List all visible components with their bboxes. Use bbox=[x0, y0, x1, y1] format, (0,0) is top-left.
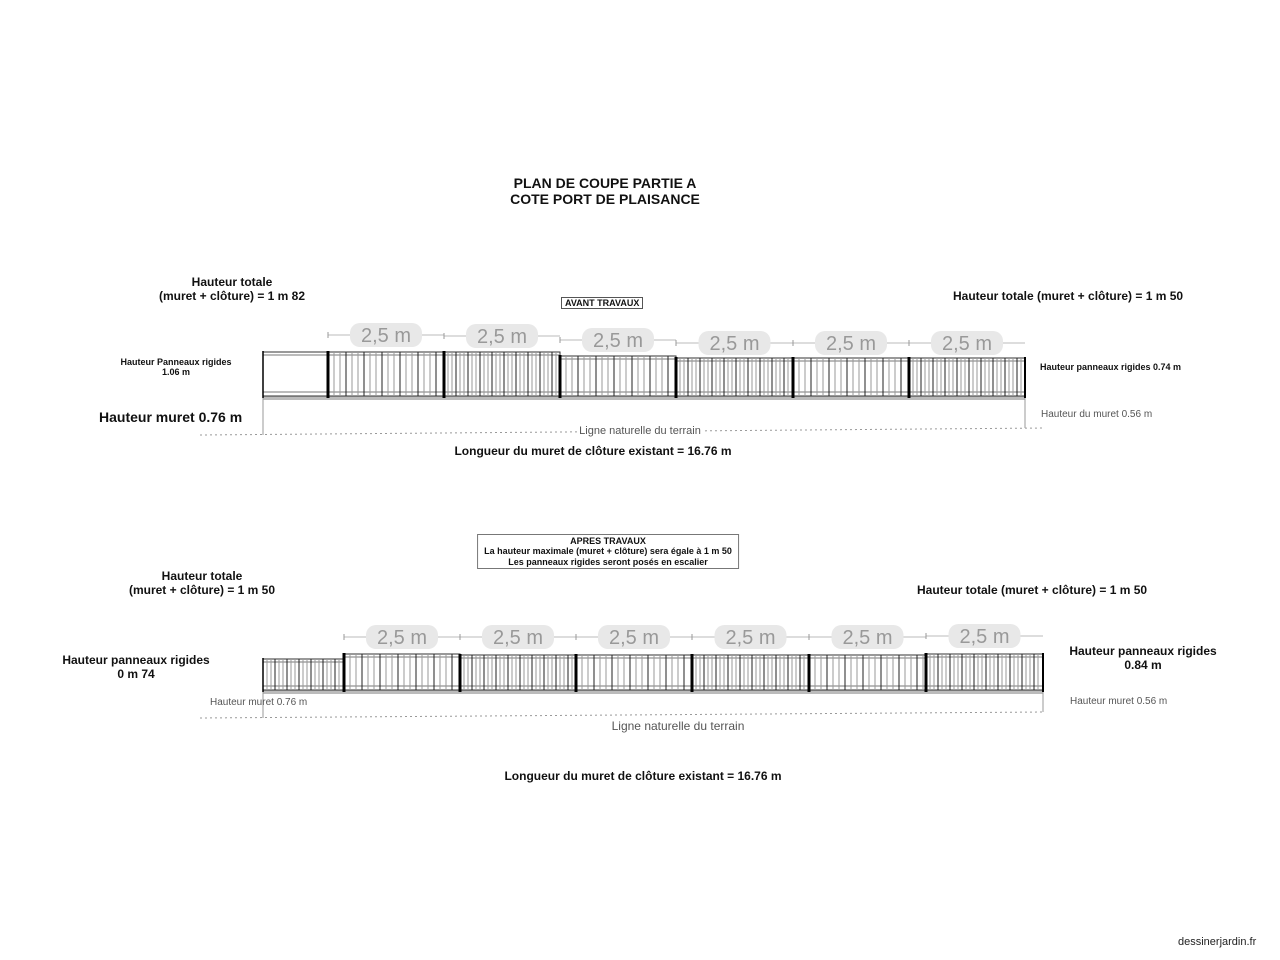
before-right-total: Hauteur totale (muret + clôture) = 1 m 5… bbox=[953, 289, 1184, 303]
span-length-label: 2,5 m bbox=[593, 330, 643, 352]
before-length: Longueur du muret de clôture existant = … bbox=[454, 444, 732, 458]
after-right-wall: Hauteur muret 0.56 m bbox=[1070, 696, 1168, 707]
text: 1.06 m bbox=[161, 367, 191, 378]
text: 0.84 m bbox=[1124, 657, 1162, 672]
span-length-label: 2,5 m bbox=[361, 325, 411, 347]
text: APRES TRAVAUX bbox=[570, 536, 646, 546]
fence-panel bbox=[908, 357, 1026, 397]
dimension-pill bbox=[350, 323, 422, 347]
title-line1: PLAN DE COUPE PARTIE A bbox=[513, 175, 697, 191]
fence-panel bbox=[343, 653, 461, 691]
text: Les panneaux rigides seront posés en esc… bbox=[508, 556, 708, 567]
span-length-label: 2,5 m bbox=[377, 627, 427, 649]
dimension-pill bbox=[948, 624, 1021, 648]
span-length-label: 2,5 m bbox=[842, 627, 892, 649]
fence-panel bbox=[575, 654, 693, 691]
before-label: AVANT TRAVAUX bbox=[561, 297, 644, 309]
title-line2: COTE PORT DE PLAISANCE bbox=[510, 191, 700, 208]
after-ground-label: Ligne naturelle du terrain bbox=[611, 719, 745, 733]
dimension-pill bbox=[466, 324, 538, 348]
dimension-pill bbox=[831, 625, 904, 649]
dimension-pill bbox=[714, 625, 787, 649]
before-left-wall: Hauteur muret 0.76 m bbox=[99, 409, 243, 425]
text: La hauteur maximale (muret + clôture) se… bbox=[484, 546, 732, 557]
dimension-pill bbox=[366, 625, 438, 649]
fence-panel bbox=[459, 654, 577, 691]
before-right-panels: Hauteur panneaux rigides 0.74 m bbox=[1040, 362, 1182, 372]
text: Hauteur totale bbox=[191, 275, 273, 289]
fence-panel bbox=[691, 654, 810, 691]
fence-panel bbox=[443, 351, 561, 397]
after-length: Longueur du muret de clôture existant = … bbox=[504, 769, 782, 783]
before-right-wall: Hauteur du muret 0.56 m bbox=[1041, 409, 1153, 420]
span-length-label: 2,5 m bbox=[609, 627, 659, 649]
before-left-total: Hauteur totale (muret + clôture) = 1 m 8… bbox=[158, 275, 306, 304]
span-length-label: 2,5 m bbox=[709, 333, 759, 355]
dimension-pill bbox=[698, 331, 771, 355]
after-label: APRES TRAVAUX La hauteur maximale (muret… bbox=[477, 534, 739, 570]
ground-line bbox=[199, 711, 1046, 719]
watermark: dessinerjardin.fr bbox=[1178, 936, 1257, 948]
span-length-label: 2,5 m bbox=[493, 627, 543, 649]
text: Hauteur panneaux rigides bbox=[1069, 644, 1217, 658]
text: 0 m 74 bbox=[117, 666, 155, 681]
dimension-pill bbox=[482, 625, 554, 649]
span-length-label: 2,5 m bbox=[942, 333, 992, 355]
text: Hauteur Panneaux rigides bbox=[120, 357, 232, 367]
span-length-label: 2,5 m bbox=[477, 326, 527, 348]
after-left-total: Hauteur totale (muret + clôture) = 1 m 5… bbox=[128, 569, 276, 598]
drawing-title: PLAN DE COUPE PARTIE A COTE PORT DE PLAI… bbox=[510, 175, 700, 207]
fence-panel bbox=[675, 357, 794, 397]
after-left-wall: Hauteur muret 0.76 m bbox=[210, 697, 308, 708]
dimension-pill bbox=[931, 331, 1003, 355]
fence-panel bbox=[327, 351, 445, 397]
text: Hauteur totale bbox=[161, 569, 243, 583]
fence-panel bbox=[792, 357, 910, 397]
text: Hauteur panneaux rigides bbox=[62, 653, 210, 667]
before-left-panels: Hauteur Panneaux rigides 1.06 m bbox=[120, 357, 231, 378]
span-length-label: 2,5 m bbox=[826, 333, 876, 355]
fence-panel bbox=[262, 351, 329, 397]
dimension-pill bbox=[582, 328, 654, 352]
span-length-label: 2,5 m bbox=[725, 627, 775, 649]
fence-panel bbox=[925, 653, 1044, 691]
fence-panel bbox=[559, 355, 677, 397]
after-right-panels: Hauteur panneaux rigides 0.84 m bbox=[1069, 644, 1217, 673]
after-left-panels: Hauteur panneaux rigides 0 m 74 bbox=[62, 653, 210, 682]
before-ground-label: Ligne naturelle du terrain bbox=[577, 425, 703, 438]
ground-line bbox=[199, 427, 1046, 436]
span-length-label: 2,5 m bbox=[959, 626, 1009, 648]
after-right-total: Hauteur totale (muret + clôture) = 1 m 5… bbox=[917, 583, 1148, 597]
text: (muret + clôture) = 1 m 50 bbox=[128, 582, 276, 597]
dimension-pill bbox=[598, 625, 670, 649]
text: (muret + clôture) = 1 m 82 bbox=[158, 288, 306, 303]
dimension-pill bbox=[815, 331, 887, 355]
